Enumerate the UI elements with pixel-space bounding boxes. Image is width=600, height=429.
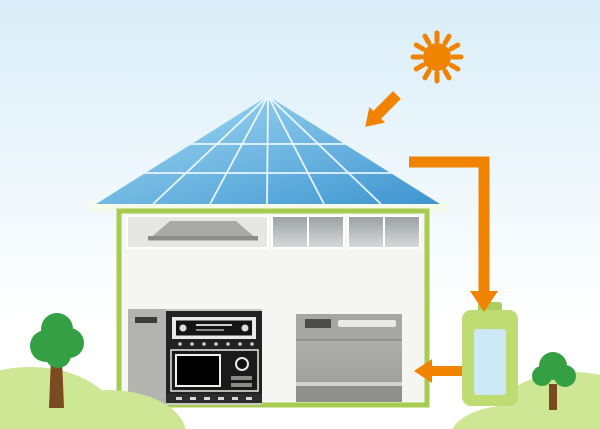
control-display-screen: [176, 320, 252, 336]
solar-panel-grid: [96, 96, 440, 204]
range-hood: [148, 221, 258, 240]
control-knob-right: [241, 324, 249, 332]
microwave-window: [175, 354, 221, 387]
microwave-button-2: [231, 383, 252, 387]
dishwasher-control: [305, 319, 331, 328]
bush-left-small: [30, 390, 186, 429]
oven-bottom-strip: [166, 394, 262, 403]
arrow-roof-to-battery-head: [470, 291, 498, 312]
tree-left: [30, 313, 84, 408]
bush-right-small: [452, 406, 562, 429]
sun-icon: [423, 43, 451, 71]
display-tick-1: [196, 324, 232, 326]
tree-left-foliage: [30, 313, 84, 368]
dishwasher-light-stripe: [296, 382, 402, 386]
second-floor-windows: [126, 215, 421, 249]
cabinet-side-panel: [128, 309, 166, 405]
bushes: [0, 367, 600, 429]
cabinet-handle: [135, 317, 157, 323]
button-row: [178, 342, 254, 346]
sun-rays: [410, 30, 464, 84]
arrow-roof-to-battery: [409, 156, 498, 312]
dishwasher: [296, 314, 402, 402]
arrow-battery-to-house: [414, 359, 462, 383]
control-knob-left: [179, 324, 187, 332]
bottom-strip-dashes: [176, 397, 252, 400]
arrow-sun-to-roof: [365, 91, 401, 127]
range-hood-band: [148, 236, 258, 241]
battery-cell: [474, 329, 506, 395]
dishwasher-kick-plate: [296, 386, 402, 402]
dishwasher-handle: [338, 320, 396, 327]
tree-right: [532, 352, 576, 410]
storage-battery: [462, 302, 518, 406]
tree-left-trunk: [49, 358, 64, 408]
display-tick-2: [196, 329, 224, 331]
microwave-button-1: [231, 376, 252, 380]
kitchen-oven-unit: [128, 309, 262, 405]
microwave-knob: [235, 357, 249, 371]
eaves: [90, 202, 446, 212]
tree-right-foliage: [532, 352, 576, 387]
arrow-roof-to-battery-shaft: [409, 156, 490, 293]
tree-right-trunk: [549, 384, 557, 410]
